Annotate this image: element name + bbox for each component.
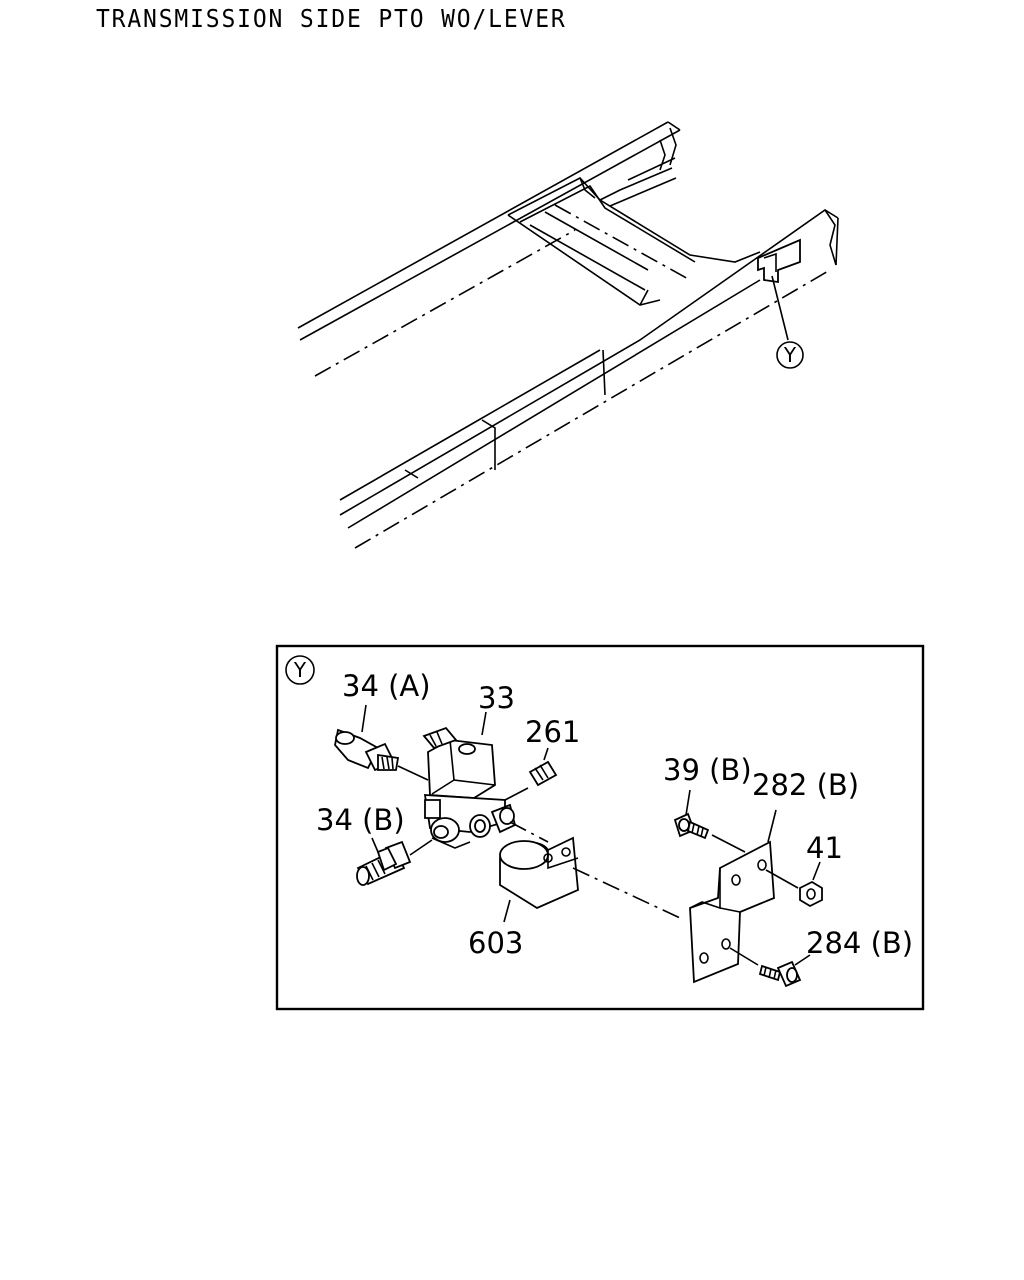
bolt-39b	[673, 789, 746, 853]
label-282b: 282 (B)	[752, 768, 859, 802]
label-284b: 284 (B)	[806, 926, 913, 960]
label-34a: 34 (A)	[342, 669, 431, 703]
label-33: 33	[478, 681, 515, 715]
clamp-603	[499, 821, 579, 923]
bracket-282b	[572, 809, 777, 984]
solenoid-valve-33	[422, 711, 517, 849]
detail-view-frame	[275, 644, 925, 1011]
callout-y-detail: Y	[293, 658, 307, 682]
label-34b: 34 (B)	[316, 803, 405, 837]
plug-261	[504, 747, 558, 801]
label-41: 41	[806, 831, 843, 865]
callout-y-overview: Y	[783, 343, 797, 367]
label-261: 261	[525, 715, 580, 749]
label-603: 603	[468, 926, 523, 960]
label-39b: 39 (B)	[663, 753, 752, 787]
fitting-34a	[334, 704, 429, 781]
truck-frame-illustration	[297, 121, 839, 549]
nut-41	[765, 861, 823, 908]
page-title: TRANSMISSION SIDE PTO WO/LEVER	[96, 4, 567, 33]
bolt-284b	[729, 947, 811, 988]
fitting-34b	[356, 837, 433, 886]
